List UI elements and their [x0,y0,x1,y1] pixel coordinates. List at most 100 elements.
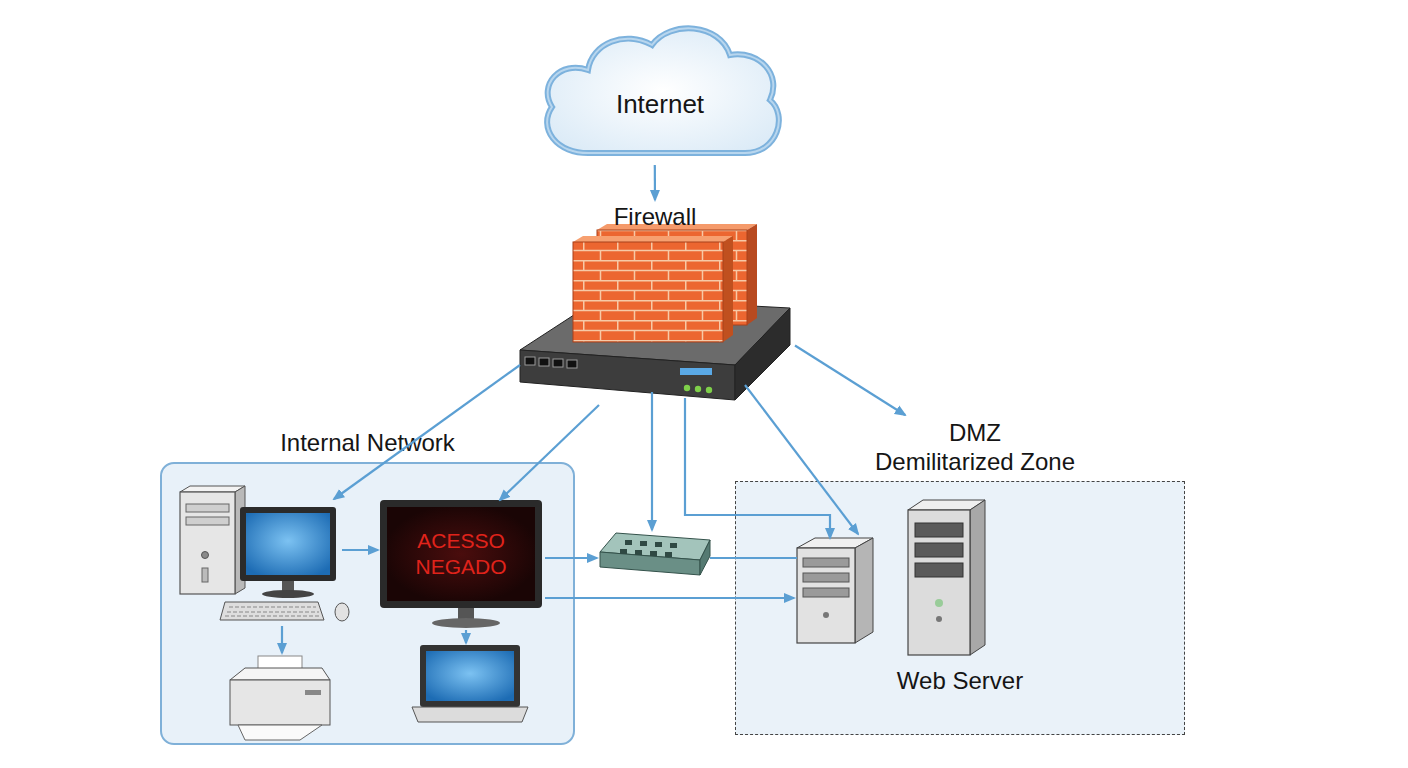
network-links [465,630,467,643]
desktop-pc [262,590,314,598]
desktop-pc [180,486,245,492]
network-links [545,597,794,599]
network-switch [700,540,710,575]
node-sublabel: Demilitarized Zone [735,448,1185,476]
network-switch [640,541,647,546]
server-tower [803,588,849,597]
laptop [412,707,528,722]
network-switch [625,540,632,545]
network-links [745,385,858,534]
server-tower [908,510,970,655]
desktop-pc [225,607,321,616]
firewall-device [553,359,563,367]
desktop-pc [202,552,209,559]
desktop-pc [202,568,208,582]
server-tower [890,495,1030,695]
network-switch [600,533,710,560]
network-links [334,365,520,499]
server-tower [915,563,963,577]
network-switch [655,542,662,547]
network-zone: Internal NetworkACESSO NEGADO [160,428,575,745]
monitor-screen: ACESSO NEGADO [380,500,542,608]
firewall-device [515,200,795,405]
printer [230,668,330,680]
server-tower [797,548,855,643]
printer [230,656,330,740]
network-links [651,392,653,530]
desktop-pc [220,602,324,620]
desktop-pc [282,581,294,591]
network-switch [600,552,700,575]
node-label: Firewall [515,203,795,231]
firewall-device [567,360,577,368]
node-label: Web Server [890,667,1030,695]
node-label: DMZ [735,419,1185,447]
firewall-node: Firewall [515,200,795,405]
network-links [342,549,378,551]
printer [258,656,302,684]
node-label: Internet [530,89,790,119]
server-tower [915,543,963,557]
firewall-device [695,386,701,392]
dmz-zone: DMZDemilitarized ZoneWeb Server [735,415,1185,735]
firewall-device [684,385,690,391]
firewall-device [573,242,723,342]
firewall-device [723,236,733,342]
network-switch [600,533,710,575]
laptop [412,645,528,722]
node-label: Internal Network [160,429,575,457]
firewall-device [520,350,735,400]
firewall-device [573,236,733,242]
network-links [281,626,283,653]
server-tower [803,573,849,582]
printer [238,725,322,740]
printer [230,680,330,725]
connector-arrow [795,346,905,415]
server-node: Web Server [890,495,1030,695]
desktop-pc [235,486,245,594]
server-tower [935,599,943,607]
desktop-pc [186,517,229,525]
connector-arrow [500,405,599,500]
server-tower [915,523,963,537]
monitor-stand [458,608,474,620]
desktop-pc [240,507,336,581]
firewall-device [539,358,549,366]
desktop-pc [186,504,229,512]
firewall-device [747,224,757,325]
screen-text: ACESSO NEGADO [402,528,520,580]
server-tower [823,612,829,618]
monitor-stand [432,618,500,628]
server-tower [936,616,942,622]
network-switch [620,549,627,554]
server-tower [797,538,873,643]
network-switch [650,551,657,556]
firewall-device [525,357,535,365]
desktop-pc [335,603,349,621]
server-tower [797,538,873,548]
network-switch [635,550,642,555]
network-switch [665,552,672,557]
desktop-pc [180,486,349,621]
firewall-device [706,387,712,393]
laptop [420,645,520,707]
desktop-pc [246,513,330,575]
printer [305,690,321,695]
network-links [282,365,858,653]
connector-arrow [654,165,656,200]
cloud-node: Internet [530,15,790,165]
laptop [426,651,514,701]
network-links [685,398,830,538]
screen-area: ACESSO NEGADO [387,507,535,601]
server-tower [970,500,985,655]
network-links [710,557,797,559]
server-tower [855,538,873,643]
monitor-stand [432,608,500,628]
desktop-pc [180,492,235,594]
firewall-device [680,368,712,375]
network-switch [670,543,677,548]
network-links [545,557,597,559]
server-tower [803,558,849,567]
